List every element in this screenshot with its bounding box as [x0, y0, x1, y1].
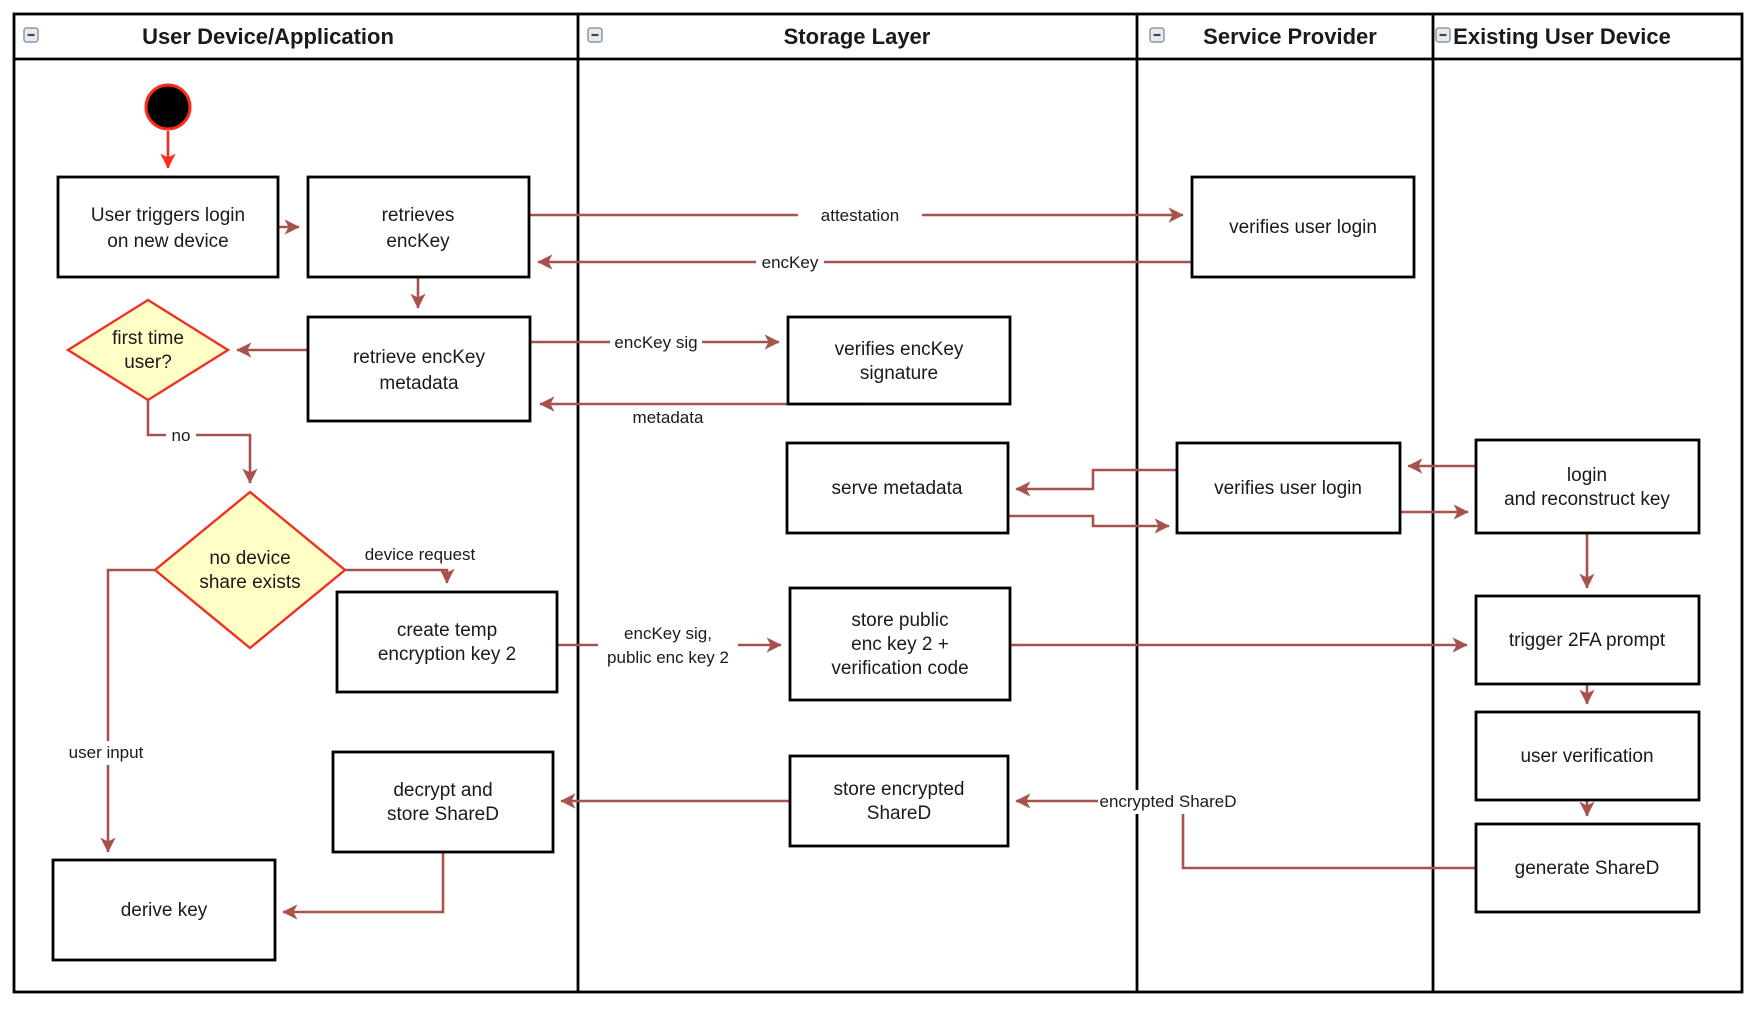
decision-no-device-share-label-2: share exists: [199, 572, 300, 593]
lane-title-storage-layer: Storage Layer: [784, 24, 931, 49]
activity-create-temp-label-1: create temp: [397, 620, 497, 641]
activity-login-reconstruct-label-2: and reconstruct key: [1504, 489, 1670, 510]
activity-create-temp-encryption-key-2[interactable]: [335, 590, 559, 694]
activity-decrypt-store-label-2: store ShareD: [387, 804, 499, 825]
enckey-label-bg: [756, 251, 824, 273]
start-node[interactable]: [144, 83, 192, 131]
edge-label-attestation: attestation: [821, 206, 899, 225]
activity-verifies-user-login-top[interactable]: [1190, 175, 1416, 279]
collapse-lane-existing-device-button[interactable]: [1434, 26, 1452, 44]
edge-label-encrypted-shared: encrypted ShareD: [1099, 792, 1236, 811]
activity-user-triggers-login[interactable]: [56, 175, 280, 279]
decision-no-device-share-label-1: no device: [209, 548, 290, 569]
activity-verifies-user-login-mid-label: verifies user login: [1214, 478, 1362, 499]
activity-verifies-user-login-mid[interactable]: [1175, 441, 1402, 535]
no-label-bg: [166, 424, 196, 446]
edge-decrypt-to-derive-key[interactable]: [282, 852, 445, 920]
enckey-sig-public-label-bg: [598, 620, 738, 670]
activity-verifies-enckey-signature-label-2: signature: [860, 363, 938, 384]
edge-label-device-request: device request: [365, 545, 476, 564]
activity-retrieve-enckey-metadata-label-1: retrieve encKey: [353, 347, 486, 368]
edge-user-input[interactable]: [100, 568, 155, 853]
activity-login-reconstruct-label-1: login: [1567, 465, 1607, 486]
edge-encrypted-shared[interactable]: [1015, 793, 1476, 870]
edge-no-branch[interactable]: [146, 400, 258, 484]
activity-retrieves-enckey-label-1: retrieves: [382, 205, 455, 226]
decision-first-time-user-label-1: first time: [112, 328, 184, 349]
activity-user-triggers-login-label-1: User triggers login: [91, 205, 245, 226]
edge-label-enckey-sig-public-1: encKey sig,: [624, 624, 712, 643]
edge-device-request[interactable]: [345, 568, 455, 584]
activity-store-encrypted-label-1: store encrypted: [834, 779, 965, 800]
activity-decrypt-store-label-1: decrypt and: [393, 780, 492, 801]
activity-store-public-enc-key-2[interactable]: [788, 586, 1012, 702]
activity-derive-key-label: derive key: [121, 900, 208, 921]
lane-title-service-provider: Service Provider: [1203, 24, 1377, 49]
activity-verifies-enckey-signature[interactable]: [786, 315, 1012, 406]
edge-label-enckey-sig: encKey sig: [614, 333, 697, 352]
activity-retrieve-enckey-metadata[interactable]: [306, 315, 532, 423]
activity-store-public-label-1: store public: [851, 610, 948, 631]
activity-decrypt-and-store-shared[interactable]: [331, 750, 555, 854]
activity-login-and-reconstruct-key[interactable]: [1474, 438, 1701, 535]
decision-first-time-user[interactable]: [65, 298, 231, 402]
edge-label-no: no: [172, 426, 191, 445]
collapse-lane-service-provider-button[interactable]: [1148, 26, 1166, 44]
edge-verifies-login-to-serve-metadata[interactable]: [1015, 468, 1177, 497]
activity-serve-metadata[interactable]: [785, 441, 1010, 535]
activity-store-encrypted-shared[interactable]: [788, 754, 1010, 848]
activity-user-triggers-login-label-2: on new device: [107, 231, 228, 252]
enckey-sig-label-bg: [610, 331, 702, 353]
activity-retrieves-enckey[interactable]: [306, 175, 531, 279]
lane-title-existing-user-device: Existing User Device: [1453, 24, 1671, 49]
decision-first-time-user-label-2: user?: [124, 352, 172, 373]
activity-trigger-2fa-prompt-label: trigger 2FA prompt: [1509, 630, 1666, 651]
edge-serve-metadata-to-verifies-login[interactable]: [1008, 514, 1170, 534]
activity-derive-key[interactable]: [51, 858, 277, 962]
activity-store-public-label-3: verification code: [831, 658, 968, 679]
edge-label-enckey-sig-public-2: public enc key 2: [607, 648, 729, 667]
activity-store-encrypted-label-2: ShareD: [867, 803, 931, 824]
edge-label-metadata: metadata: [633, 408, 704, 427]
activity-retrieve-enckey-metadata-label-2: metadata: [379, 373, 459, 394]
activity-user-verification-label: user verification: [1520, 746, 1653, 767]
activity-verifies-enckey-signature-label-1: verifies encKey: [835, 339, 964, 360]
activity-trigger-2fa-prompt[interactable]: [1474, 594, 1701, 686]
activity-retrieves-enckey-label-2: encKey: [386, 231, 450, 252]
activity-user-verification[interactable]: [1474, 710, 1701, 802]
edge-label-enckey: encKey: [762, 253, 819, 272]
activity-serve-metadata-label: serve metadata: [832, 478, 963, 499]
lane-title-user-device-application: User Device/Application: [142, 24, 394, 49]
diagram-frame: [12, 12, 1744, 994]
activity-generate-shared[interactable]: [1474, 822, 1701, 914]
activity-store-public-label-2: enc key 2 +: [851, 634, 949, 655]
activity-generate-shared-label: generate ShareD: [1515, 858, 1660, 879]
collapse-lane-storage-button[interactable]: [586, 26, 604, 44]
user-input-label-bg: [64, 741, 150, 765]
encrypted-shared-label-bg: [1098, 790, 1240, 814]
activity-verifies-user-login-top-label: verifies user login: [1229, 217, 1377, 238]
edge-label-user-input: user input: [69, 743, 144, 762]
decision-no-device-share-exists[interactable]: [153, 490, 347, 650]
activity-create-temp-label-2: encryption key 2: [378, 644, 516, 665]
attestation-label-bg: [798, 204, 922, 226]
collapse-lane-user-device-button[interactable]: [22, 26, 40, 44]
